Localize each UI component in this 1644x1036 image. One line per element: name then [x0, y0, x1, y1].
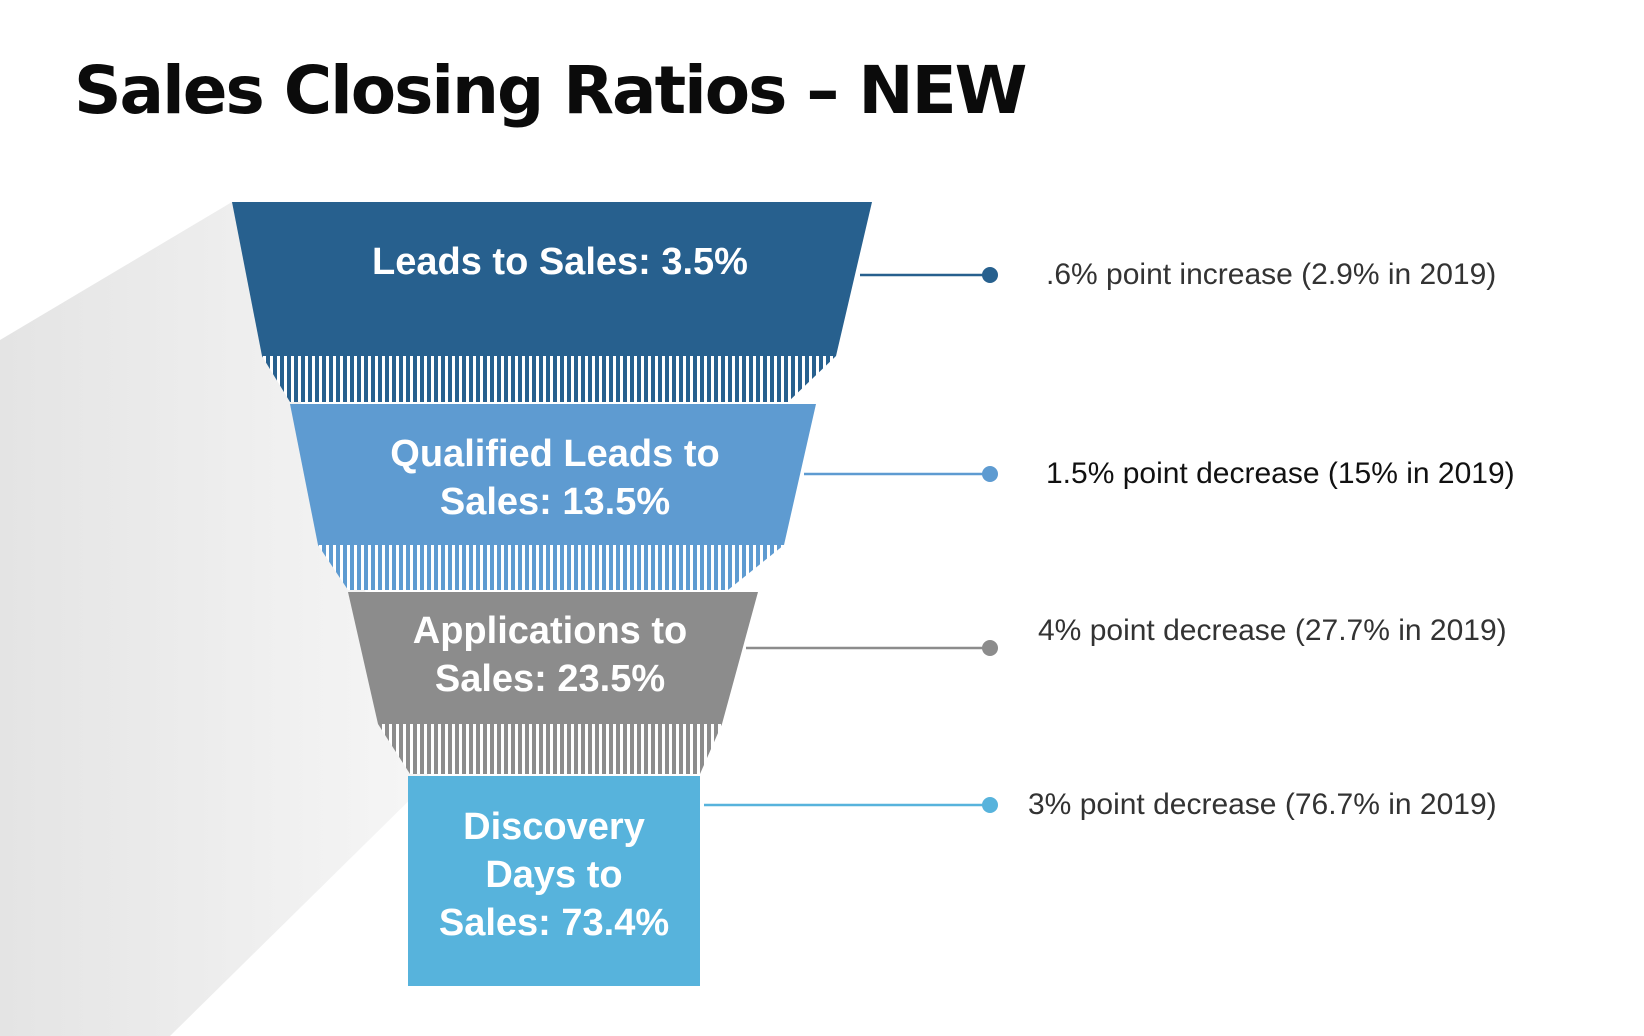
- stage-note-2: 1.5% point decrease (15% in 2019): [1046, 457, 1515, 490]
- stage-note-1: .6% point increase (2.9% in 2019): [1046, 258, 1497, 291]
- stage-label-1: Leads to Sales: 3.5%: [372, 241, 748, 283]
- callout-dot-3: [982, 640, 998, 656]
- funnel-stage-3: [348, 592, 758, 724]
- funnel-stage-4: [408, 776, 700, 986]
- funnel-stage-2: [290, 404, 816, 545]
- connector-1: [262, 356, 836, 402]
- stage-label-2: Qualified Leads to Sales: 13.5%: [390, 433, 720, 523]
- callout-dot-1: [982, 267, 998, 283]
- stage-note-3: 4% point decrease (27.7% in 2019): [1038, 614, 1507, 647]
- stage-note-4: 3% point decrease (76.7% in 2019): [1028, 788, 1497, 821]
- callout-dot-2: [982, 466, 998, 482]
- funnel-stage-1: [232, 202, 872, 356]
- slide-title: Sales Closing Ratios – NEW: [74, 52, 1027, 129]
- connector-2: [318, 545, 784, 590]
- stage-label-3: Applications to Sales: 23.5%: [412, 610, 688, 700]
- connector-3: [378, 724, 722, 774]
- callout-dot-4: [982, 797, 998, 813]
- stage-label-4: Discovery Days to Sales: 73.4%: [438, 806, 670, 944]
- funnel-shadow: [0, 202, 430, 1036]
